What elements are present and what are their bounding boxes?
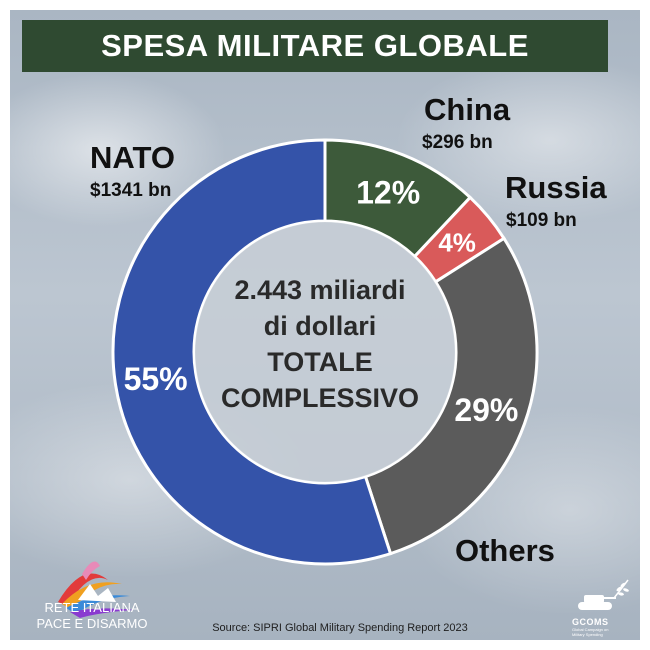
logo-left-line-2: PACE E DISARMO — [36, 616, 148, 631]
label-nato-value: $1341 bn — [90, 180, 172, 201]
percent-label-russia: 4% — [438, 228, 476, 258]
percent-label-nato: 55% — [124, 361, 188, 397]
gcoms-sub-line-1: Global Campaign on — [572, 627, 609, 632]
donut-center-text: 2.443 miliardi di dollari TOTALE COMPLES… — [205, 272, 435, 416]
center-line-3: TOTALE — [267, 347, 373, 377]
logo-left-line-1: RETE ITALIANA — [44, 600, 140, 615]
label-russia-value: $109 bn — [506, 210, 577, 231]
source-note: Source: SIPRI Global Military Spending R… — [212, 622, 468, 634]
slice-others — [363, 236, 539, 556]
label-russia-name: Russia — [505, 170, 607, 205]
title-bar: SPESA MILITARE GLOBALE — [22, 20, 608, 72]
center-line-2: di dollari — [263, 311, 377, 341]
center-line-4: COMPLESSIVO — [220, 383, 420, 413]
center-line-1: 2.443 miliardi — [234, 275, 406, 305]
rete-italiana-logo-text: RETE ITALIANA PACE E DISARMO — [32, 600, 152, 632]
gcoms-logo-name: GCOMS — [572, 617, 609, 627]
gcoms-sub-line-2: Military Spending — [572, 632, 603, 637]
label-others-name: Others — [455, 533, 555, 568]
label-china-name: China — [424, 92, 511, 127]
gcoms-tank-olive-icon — [578, 579, 629, 610]
gcoms-logo-subtitle: Global Campaign on Military Spending — [572, 627, 632, 637]
donut-hole — [195, 222, 455, 482]
percent-label-others: 29% — [454, 392, 518, 428]
label-china-value: $296 bn — [422, 132, 493, 153]
label-nato-name: NATO — [90, 140, 175, 175]
chart-title: SPESA MILITARE GLOBALE — [101, 28, 529, 63]
slice-nato — [111, 138, 393, 566]
percent-label-china: 12% — [356, 175, 420, 211]
rete-italiana-logo-icon — [58, 561, 134, 618]
